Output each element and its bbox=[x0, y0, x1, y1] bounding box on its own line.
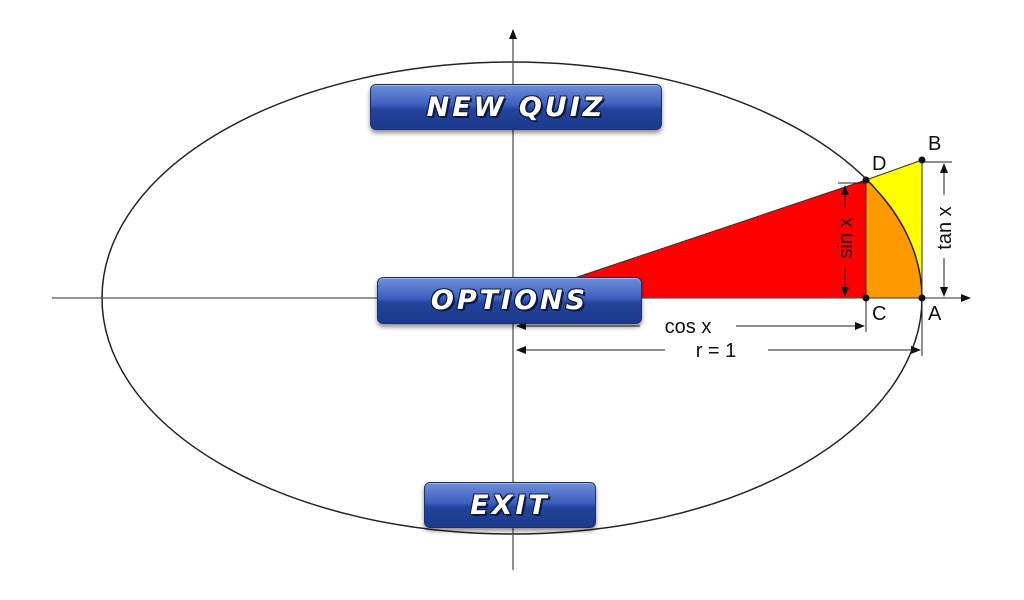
point-d-dot bbox=[862, 176, 870, 184]
line-d-b bbox=[865, 159, 923, 181]
point-a-dot bbox=[918, 294, 926, 302]
point-b-label: B bbox=[928, 133, 941, 155]
point-a-label: A bbox=[928, 303, 942, 325]
point-c-dot bbox=[862, 294, 870, 302]
point-d-label: D bbox=[872, 153, 886, 175]
tan-x-label: tan x bbox=[934, 206, 956, 249]
options-button[interactable]: OPTIONS bbox=[377, 277, 642, 324]
exit-button[interactable]: EXIT bbox=[424, 482, 596, 528]
new-quiz-button[interactable]: NEW QUIZ bbox=[370, 84, 662, 130]
sector-fill bbox=[866, 180, 922, 298]
sin-x-label: sin x bbox=[835, 217, 857, 258]
radius-label: r = 1 bbox=[696, 340, 737, 362]
point-c-label: C bbox=[872, 303, 886, 325]
cos-x-label: cos x bbox=[665, 316, 712, 338]
point-b-dot bbox=[918, 156, 926, 164]
